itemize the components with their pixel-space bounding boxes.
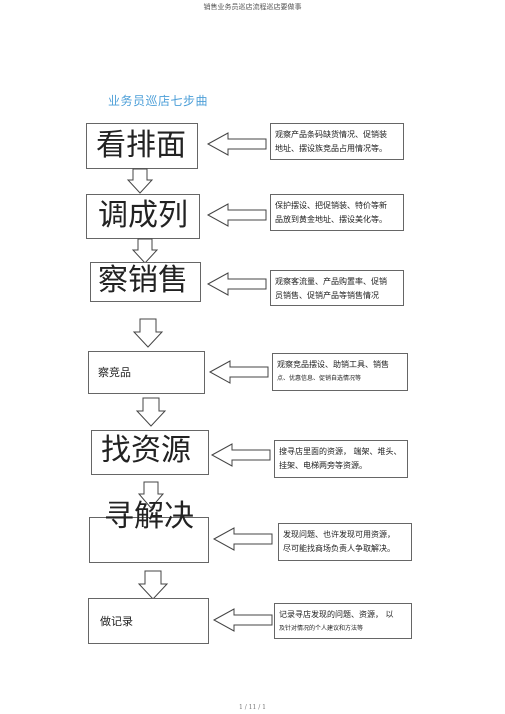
step-desc-7: 记录寻店发现的问题、资源， 以 及针对情况的个人建议和方法等	[274, 603, 412, 639]
left-arrow-icon	[212, 608, 273, 632]
step-box-6	[89, 517, 209, 563]
step-label-7: 做记录	[100, 615, 133, 628]
down-arrow-icon	[126, 168, 154, 194]
step-label-1: 看排面	[96, 128, 186, 163]
left-arrow-icon	[206, 203, 267, 227]
left-arrow-icon	[208, 360, 269, 384]
down-arrow-icon	[131, 238, 159, 264]
step-label-5: 找资源	[101, 433, 191, 468]
step-desc-4: 观察竞品摆设、助销工具、销售 点、优惠信息、促销自选情况等	[272, 353, 408, 391]
step-desc-1: 观察产品条码缺货情况、促销装 地址、摆设族竞品占用情况等。	[270, 123, 404, 160]
step-label-2: 调成列	[98, 198, 188, 233]
down-arrow-icon	[135, 397, 167, 427]
left-arrow-icon	[210, 443, 271, 467]
step-box-1	[86, 123, 198, 169]
step-desc-2: 保护摆设、把促销装、特价等新 品放到黄金地址、摆设美化等。	[270, 194, 404, 231]
step-box-3	[90, 262, 201, 302]
step-label-3: 察销售	[98, 263, 188, 298]
step-label-6: 寻解决	[104, 499, 194, 534]
step-box-5	[91, 430, 209, 475]
left-arrow-icon	[212, 527, 273, 551]
step-box-7	[88, 598, 209, 644]
step-desc-3: 观察客流量、产品购置率、促销 员销售、促销产品等销售情况	[270, 270, 404, 306]
page-header: 销售业务员巡店流程巡店要做事	[203, 3, 302, 11]
step-desc-6: 发现问题、也许发现可用资源， 尽可能找商场负责人争取解决。	[278, 523, 412, 561]
step-label-4: 察竞品	[98, 366, 131, 379]
diagram-title: 业务员巡店七步曲	[108, 94, 209, 108]
down-arrow-icon	[137, 481, 165, 509]
down-arrow-icon	[132, 318, 164, 348]
page-footer: 1 / 11 / 1	[239, 704, 266, 711]
step-box-4	[88, 351, 205, 394]
step-desc-5: 搜寻店里面的资源， 端架、堆头、 挂架、电梯两旁等资源。	[274, 440, 408, 478]
step-box-2	[86, 194, 200, 239]
down-arrow-icon	[137, 570, 169, 600]
left-arrow-icon	[206, 132, 267, 156]
left-arrow-icon	[206, 272, 267, 296]
